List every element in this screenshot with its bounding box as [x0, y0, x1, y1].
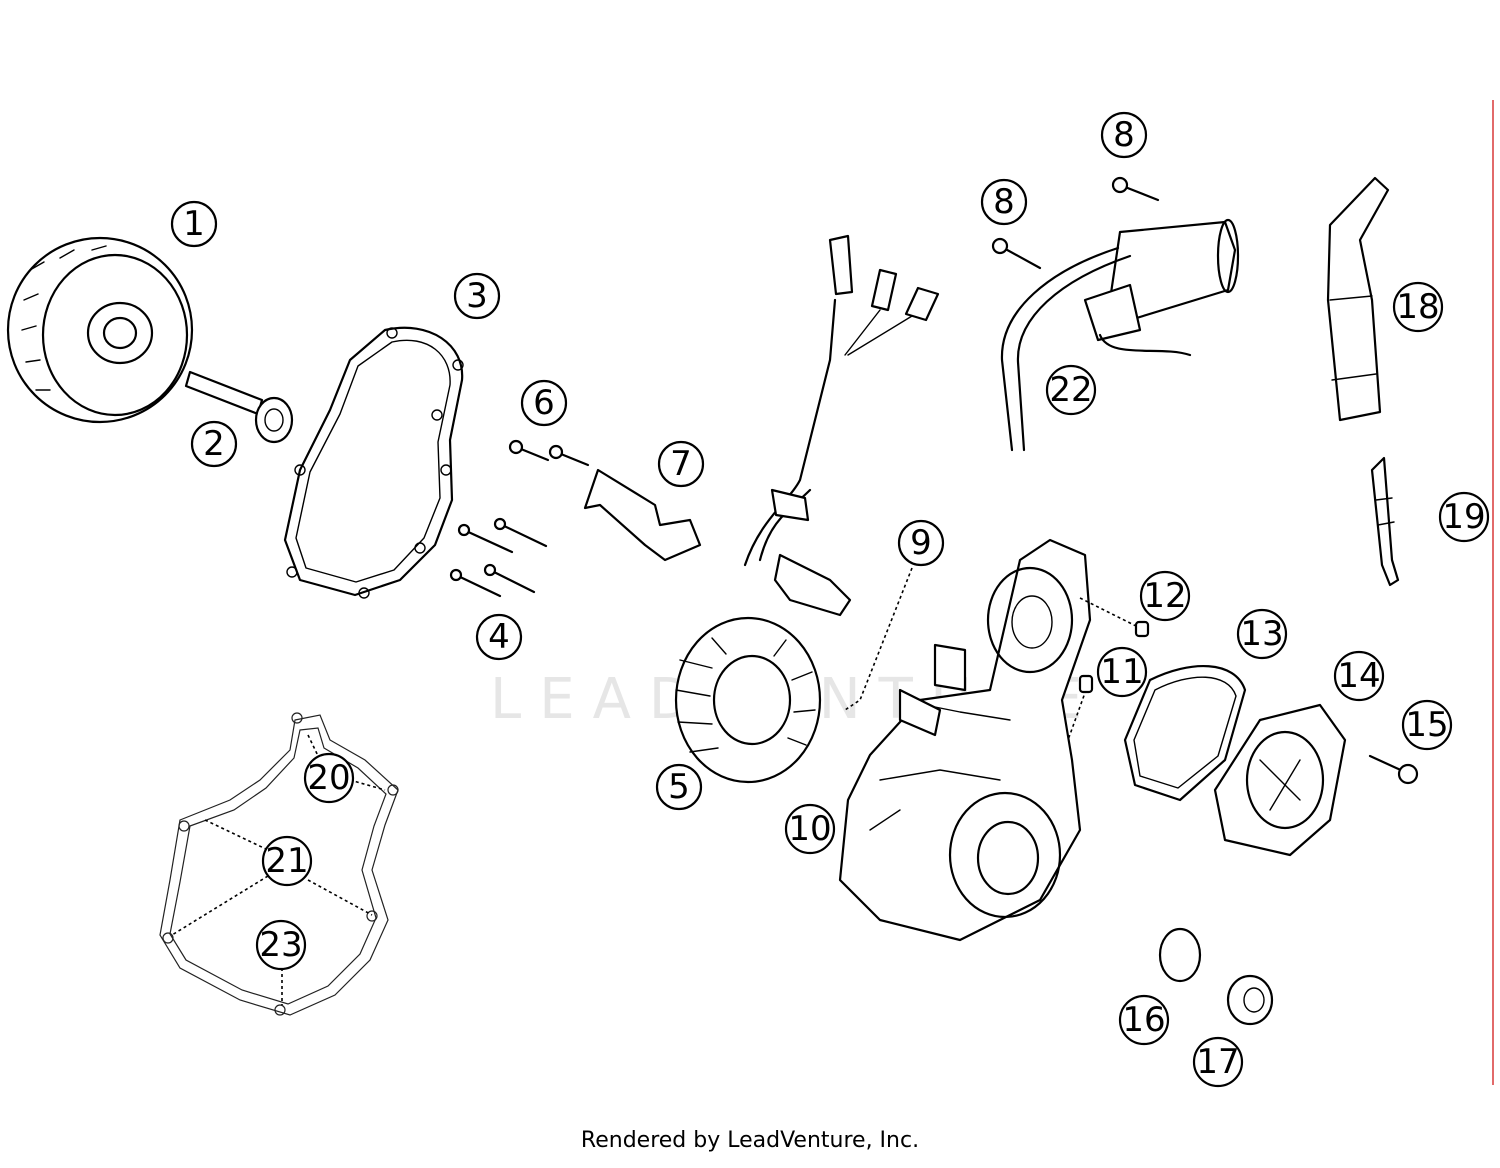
callout-7: 7	[657, 440, 705, 488]
callout-13: 13	[1236, 608, 1288, 660]
svg-text:10: 10	[788, 809, 831, 849]
svg-text:6: 6	[533, 383, 555, 423]
part-bracket-screws	[508, 439, 590, 467]
callout-6: 6	[520, 379, 568, 427]
part-screw-plug	[1226, 974, 1274, 1026]
callout-11: 11	[1096, 646, 1148, 698]
callout-17: 17	[1192, 1036, 1244, 1088]
svg-text:19: 19	[1442, 497, 1485, 537]
callout-21: 21	[261, 835, 313, 887]
svg-text:21: 21	[265, 841, 308, 881]
callout-2: 2	[190, 420, 238, 468]
svg-text:12: 12	[1143, 576, 1186, 616]
part-cover-screws	[449, 517, 548, 598]
svg-text:5: 5	[668, 767, 690, 807]
svg-text:7: 7	[670, 444, 692, 484]
callout-4: 4	[475, 613, 523, 661]
callout-10: 10	[784, 803, 836, 855]
part-o-ring	[1158, 927, 1202, 983]
svg-text:17: 17	[1196, 1042, 1239, 1082]
part-gasket-set	[159, 712, 399, 1016]
svg-text:2: 2	[203, 424, 225, 464]
part-rotor-bolt	[184, 370, 294, 444]
part-stator	[674, 234, 940, 784]
svg-text:9: 9	[910, 523, 932, 563]
part-starter-motor	[1000, 218, 1240, 452]
svg-text:16: 16	[1122, 1000, 1165, 1040]
svg-text:23: 23	[259, 925, 302, 965]
svg-text:13: 13	[1240, 614, 1283, 654]
svg-text:11: 11	[1100, 652, 1143, 692]
callout-14: 14	[1333, 650, 1385, 702]
callout-22: 22	[1045, 364, 1097, 416]
part-spark-plug	[1370, 456, 1400, 587]
callout-5: 5	[655, 763, 703, 811]
svg-text:22: 22	[1049, 370, 1092, 410]
callout-16: 16	[1118, 994, 1170, 1046]
svg-text:1: 1	[183, 204, 205, 244]
part-flywheel-rotor	[6, 236, 194, 424]
part-small-gasket	[1123, 665, 1247, 802]
callout-8-left: 8	[980, 178, 1028, 226]
callout-18: 18	[1392, 281, 1444, 333]
footer-credit: Rendered by LeadVenture, Inc.	[580, 1128, 920, 1153]
part-ignition-cover	[1213, 703, 1347, 857]
callout-15: 15	[1401, 699, 1453, 751]
callout-1: 1	[170, 200, 218, 248]
svg-text:4: 4	[488, 617, 510, 657]
callout-20: 20	[303, 752, 355, 804]
svg-text:14: 14	[1337, 656, 1380, 696]
svg-text:18: 18	[1396, 287, 1439, 327]
svg-text:8: 8	[1113, 115, 1135, 155]
svg-text:15: 15	[1405, 705, 1448, 745]
svg-text:3: 3	[466, 276, 488, 316]
part-cover-bolt	[1368, 754, 1419, 785]
part-small-plugs	[1067, 597, 1150, 741]
callout-19: 19	[1438, 491, 1490, 543]
callout-9: 9	[897, 519, 945, 567]
svg-text:8: 8	[993, 182, 1015, 222]
part-starter-bolts	[991, 176, 1160, 270]
callout-8-right: 8	[1100, 111, 1148, 159]
part-generator-cover	[838, 538, 1092, 942]
callout-23: 23	[255, 919, 307, 971]
part-cable-bracket	[583, 468, 702, 562]
svg-text:20: 20	[307, 758, 350, 798]
callout-12: 12	[1139, 570, 1191, 622]
part-cover-gasket	[283, 326, 464, 599]
callout-3: 3	[453, 272, 501, 320]
part-spark-plug-cap	[1326, 176, 1390, 422]
